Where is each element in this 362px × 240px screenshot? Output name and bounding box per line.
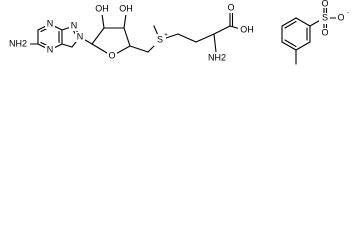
adenine-n7-label: N	[71, 20, 78, 30]
carbonyl-oxygen-label: O	[227, 2, 234, 12]
amine-label: NH2	[9, 38, 27, 48]
molecule-drawing: N N N N NH2 O OH OH	[6, 0, 349, 65]
methionine-group: S + O OH NH2	[147, 2, 256, 64]
alpha-amine-label: NH2	[208, 52, 226, 62]
adenine-n1-label: N	[47, 18, 54, 28]
carboxyl-oh-label: OH	[240, 24, 254, 34]
sulfonate-charge: -	[347, 11, 349, 17]
tosylate-group: S O O - O	[281, 0, 349, 65]
ribose-group: O OH OH	[91, 3, 149, 61]
sulfonate-o-bottom: O	[321, 27, 328, 37]
sulfonium-charge: +	[164, 33, 168, 39]
adenine-n9-label: N	[77, 31, 84, 41]
sulfonate-o-right: O	[337, 12, 344, 22]
sulfonium-s-label: S	[157, 34, 163, 44]
adenine-n3-label: N	[47, 44, 54, 54]
hydroxyl-2-label: OH	[95, 3, 109, 13]
sulfonate-s-label: S	[322, 12, 328, 22]
hydroxyl-3-label: OH	[119, 3, 133, 13]
sulfonate-o-top: O	[321, 0, 328, 8]
ring-oxygen-label: O	[108, 50, 115, 60]
adenine-group: N N N N NH2	[6, 18, 93, 55]
